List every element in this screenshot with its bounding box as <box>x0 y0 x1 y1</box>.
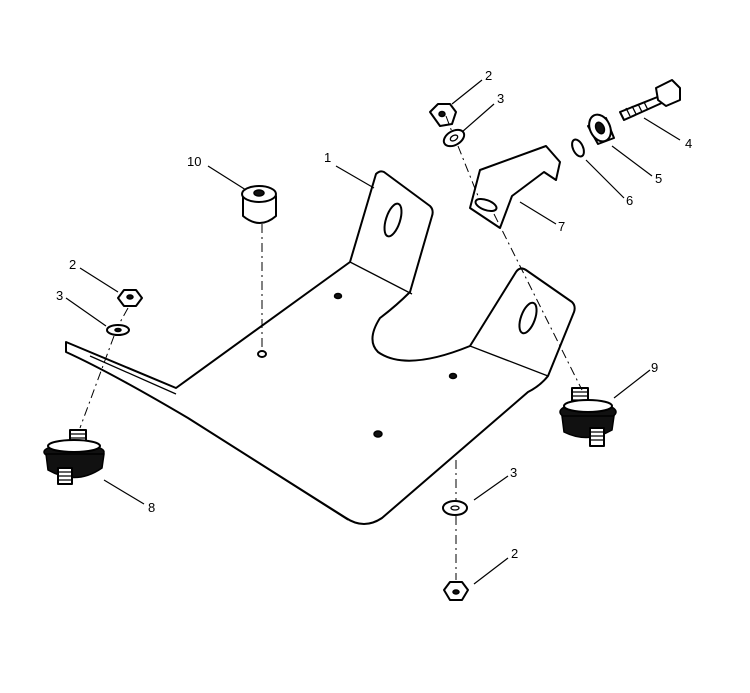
callout-nut-left: 2 <box>69 257 76 272</box>
lock-washer <box>571 138 585 158</box>
callout-bushing: 5 <box>655 171 662 186</box>
nut-top <box>429 103 457 127</box>
callout-washer-top: 3 <box>497 91 504 106</box>
washer-bottom <box>442 500 468 516</box>
mounting-plate <box>65 170 576 525</box>
nut-bottom <box>443 581 469 601</box>
callout-spacer: 10 <box>187 154 201 169</box>
callout-bracket: 7 <box>558 219 565 234</box>
callout-washer-left: 3 <box>56 288 63 303</box>
bolt <box>619 79 681 121</box>
nut-left <box>117 289 143 307</box>
bracket <box>469 145 561 229</box>
rubber-mount-right <box>559 387 617 447</box>
washer-left <box>106 324 130 336</box>
callout-washer-bottom: 3 <box>510 465 517 480</box>
rubber-mount-left <box>43 429 105 485</box>
callout-mount-right: 9 <box>651 360 658 375</box>
callout-mount-left: 8 <box>148 500 155 515</box>
bushing <box>587 113 615 145</box>
callout-plate: 1 <box>324 150 331 165</box>
leader-lines <box>65 79 681 585</box>
washer-top <box>442 128 466 148</box>
callout-bolt: 4 <box>685 136 692 151</box>
callout-nut-bottom: 2 <box>511 546 518 561</box>
callout-lock-washer: 6 <box>626 193 633 208</box>
spacer <box>241 185 277 224</box>
assembly-centerlines <box>79 115 583 580</box>
callout-labels: 1 10 2 3 4 5 6 7 2 3 8 9 3 2 <box>56 68 692 561</box>
callout-nut-top: 2 <box>485 68 492 83</box>
